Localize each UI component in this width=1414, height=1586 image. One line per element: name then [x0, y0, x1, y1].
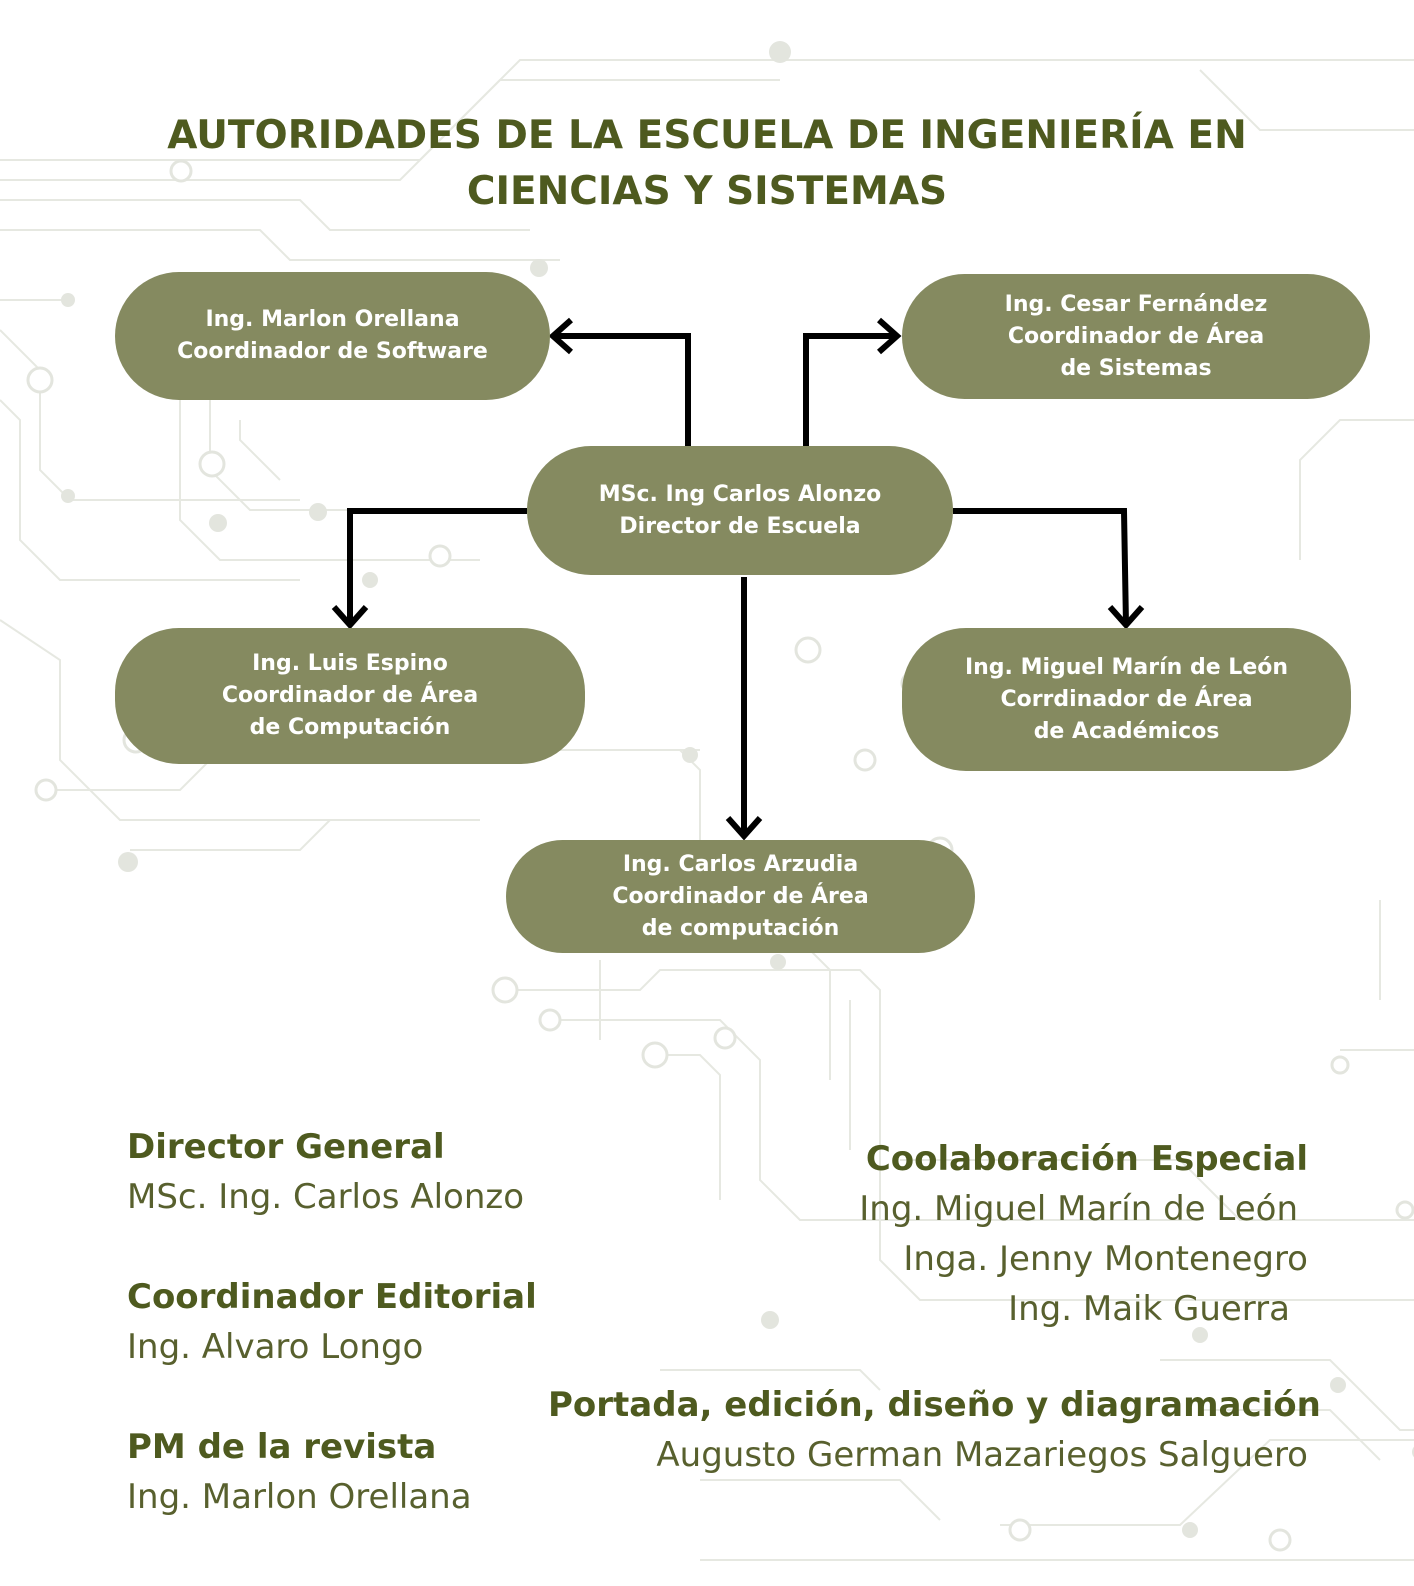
arrowhead-sistemas: [877, 317, 902, 355]
arzudia-area: de computación: [641, 915, 840, 941]
director-name: MSc. Ing Carlos Alonzo: [598, 481, 882, 507]
credit-heading: Coordinador Editorial: [127, 1277, 537, 1317]
credits-right: Coolaboración Especial Ing. Miguel Marín…: [548, 1134, 1321, 1480]
connector-to-sistemas: [803, 333, 897, 446]
academicos-role: Corrdinador de Área: [1000, 686, 1253, 712]
collab-name: Inga. Jenny Montenegro: [903, 1239, 1308, 1279]
sistemas-area: de Sistemas: [1060, 355, 1212, 381]
credit-name: MSc. Ing. Carlos Alonzo: [127, 1177, 525, 1217]
software-role: Coordinador de Software: [177, 339, 488, 364]
academicos-area: de Académicos: [1033, 718, 1220, 744]
node-software: Ing. Marlon Orellana Coordinador de Soft…: [115, 272, 550, 400]
espino-area: de Computación: [249, 715, 451, 740]
page-title: AUTORIDADES DE LA ESCUELA DE INGENIERÍA …: [0, 108, 1414, 220]
node-director: MSc. Ing Carlos Alonzo Director de Escue…: [527, 446, 953, 575]
director-role: Director de Escuela: [619, 513, 861, 539]
sistemas-role: Coordinador de Área: [1007, 323, 1265, 349]
design-heading: Portada, edición, diseño y diagramación: [548, 1385, 1321, 1425]
credits-left: Director General MSc. Ing. Carlos Alonzo…: [127, 1122, 537, 1522]
arzudia-name: Ing. Carlos Arzudia: [622, 851, 859, 877]
software-name: Ing. Marlon Orellana: [205, 307, 460, 332]
credit-heading: PM de la revista: [127, 1427, 437, 1467]
sistemas-name: Ing. Cesar Fernández: [1004, 291, 1268, 317]
collab-heading: Coolaboración Especial: [865, 1139, 1308, 1179]
academicos-name: Ing. Miguel Marín de León: [964, 654, 1289, 680]
design-name: Augusto German Mazariegos Salguero: [656, 1435, 1308, 1475]
arrowhead-academicos: [1107, 605, 1145, 630]
collab-name: Ing. Maik Guerra: [1008, 1289, 1290, 1329]
connector-to-academicos: [953, 508, 1129, 626]
node-academicos: Ing. Miguel Marín de León Corrdinador de…: [902, 628, 1351, 771]
credit-pm-revista: PM de la revista Ing. Marlon Orellana: [127, 1422, 537, 1522]
arzudia-role: Coordinador de Área: [612, 883, 869, 909]
node-computacion-espino: Ing. Luis Espino Coordinador de Área de …: [115, 628, 585, 764]
arrowhead-software: [548, 317, 573, 355]
node-computacion-arzudia: Ing. Carlos Arzudia Coordinador de Área …: [506, 840, 975, 953]
title-line-2: CIENCIAS Y SISTEMAS: [466, 169, 948, 214]
credit-director-general: Director General MSc. Ing. Carlos Alonzo: [127, 1122, 537, 1222]
node-sistemas: Ing. Cesar Fernández Coordinador de Área…: [902, 274, 1370, 399]
credit-heading: Director General: [127, 1127, 445, 1167]
title-line-1: AUTORIDADES DE LA ESCUELA DE INGENIERÍA …: [167, 113, 1247, 158]
connector-to-espino: [347, 508, 527, 625]
credit-name: Ing. Marlon Orellana: [127, 1477, 472, 1517]
credit-coordinador-editorial: Coordinador Editorial Ing. Alvaro Longo: [127, 1272, 537, 1372]
espino-role: Coordinador de Área: [221, 683, 479, 708]
collab-name: Ing. Miguel Marín de León: [859, 1189, 1298, 1229]
arrowhead-espino: [331, 605, 369, 630]
arrowhead-arzudia: [725, 816, 763, 841]
connector-to-software: [553, 333, 691, 446]
credit-name: Ing. Alvaro Longo: [127, 1327, 424, 1367]
espino-name: Ing. Luis Espino: [252, 651, 448, 676]
